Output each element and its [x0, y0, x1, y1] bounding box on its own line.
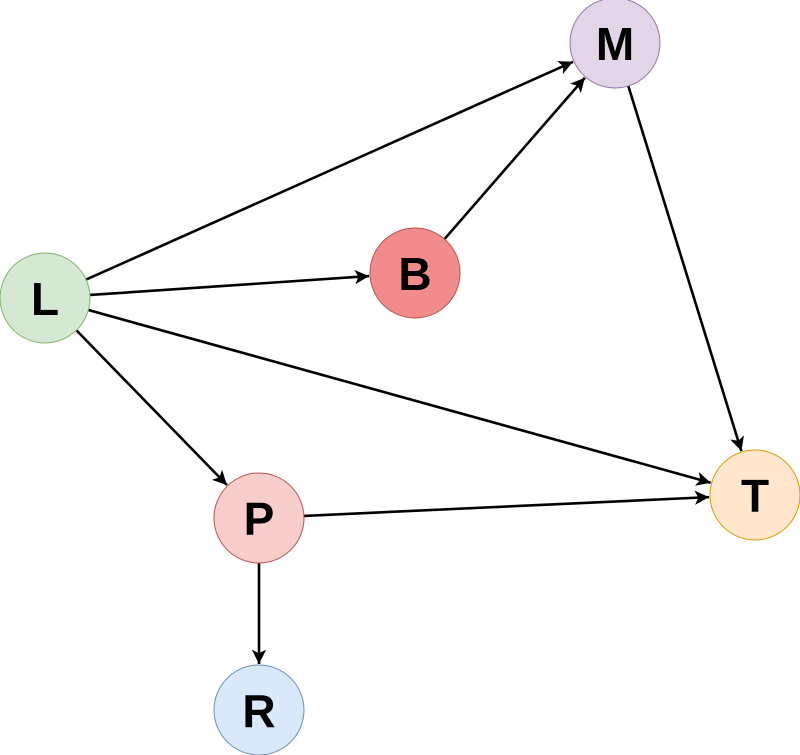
node-label-p: P	[244, 493, 275, 545]
edges-layer	[75, 60, 744, 664]
node-label-r: R	[242, 685, 275, 737]
edge-l-to-p	[75, 329, 228, 486]
node-t: T	[709, 449, 800, 541]
edge-l-to-t	[88, 308, 712, 486]
node-m: M	[569, 0, 661, 89]
node-label-m: M	[596, 18, 634, 70]
edge-m-to-t	[627, 85, 744, 452]
edge-p-to-t	[303, 490, 710, 518]
node-r: R	[213, 664, 305, 755]
node-label-t: T	[741, 470, 769, 522]
node-l: L	[0, 252, 91, 344]
edge-b-to-m	[443, 76, 586, 240]
node-p: P	[213, 472, 305, 564]
node-label-l: L	[31, 273, 59, 325]
edge-l-to-m	[85, 60, 574, 281]
node-circle-r	[213, 664, 305, 755]
node-b: B	[369, 227, 461, 319]
node-circle-l	[0, 252, 91, 344]
node-circle-t	[709, 449, 800, 541]
edge-l-to-b	[89, 269, 370, 297]
node-circle-b	[369, 227, 461, 319]
node-circle-p	[213, 472, 305, 564]
node-label-b: B	[398, 248, 431, 300]
node-circle-m	[569, 0, 661, 89]
